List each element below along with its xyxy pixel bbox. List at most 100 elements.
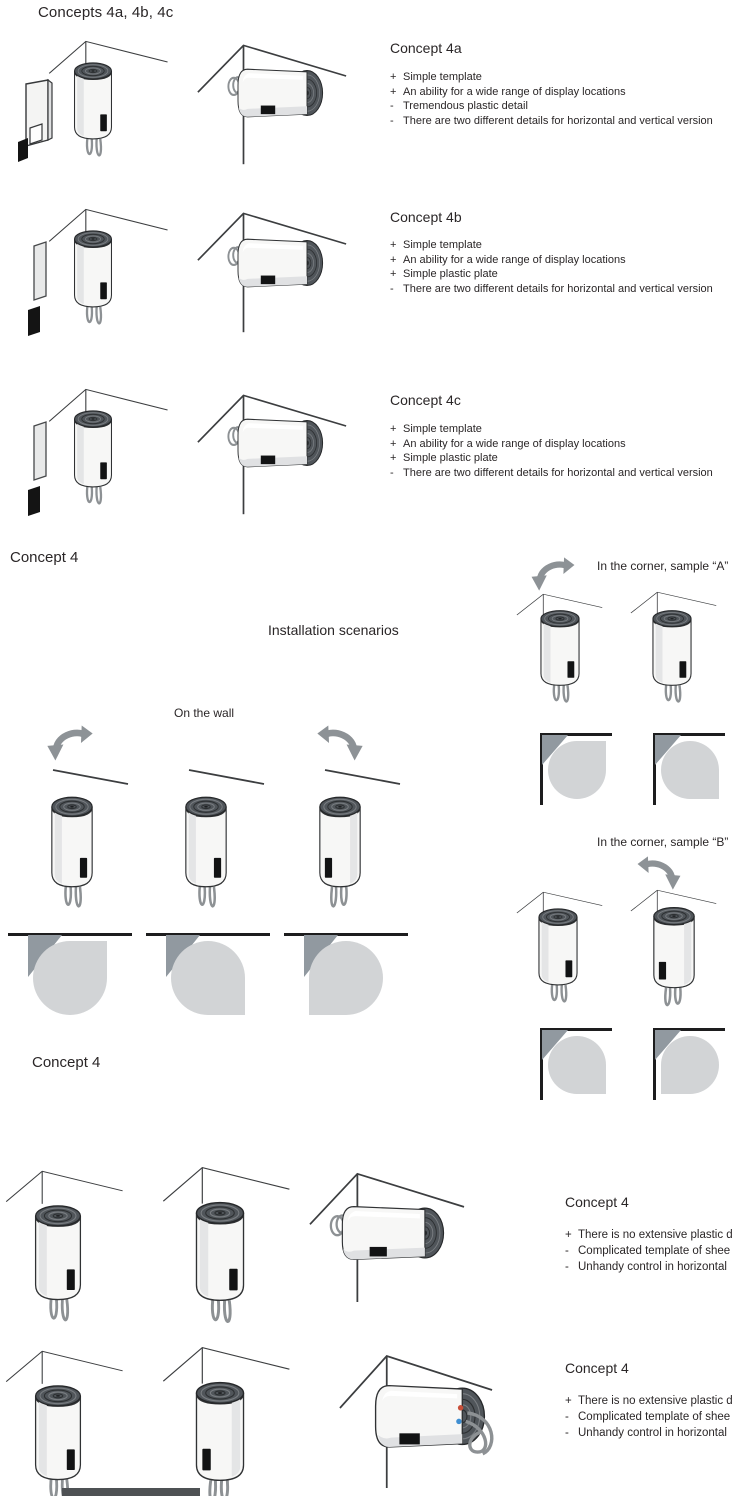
bullet-sign: - [565,1261,569,1273]
heater-vertical-illustration [50,795,94,908]
device-footprint-shape [33,941,107,1015]
wall-line [540,1028,543,1100]
heater-vertical-illustration [194,1201,246,1324]
bullet-line: +Simple plastic plate [390,267,752,282]
heater-vertical-illustration [73,409,113,505]
clipped-artifact [62,1488,200,1496]
device-footprint-shape [548,741,606,799]
wall-line [146,933,270,936]
concept-heading: Concept 4a [390,40,462,56]
heater-vertical-illustration [73,229,113,325]
mounting-plate-illustration [17,79,53,163]
bullet-sign: + [390,452,397,464]
bullet-sign: + [390,239,397,251]
concept-heading: Concept 4 [565,1194,629,1210]
bullet-sign: - [390,466,394,479]
rotation-arrow-icon [530,556,576,592]
heater-vertical-illustration [539,609,581,703]
bullet-text: An ability for a wide range of display l… [403,253,626,266]
wall-line [540,733,543,805]
concept-bullets: + Simple template + An ability for a wide … [390,70,752,128]
bullet-line: + An ability for a wide range of display … [390,85,752,100]
heater-horizontal-illustration [227,418,324,468]
concept-heading: Concept 4c [390,392,461,408]
bullet-sign: + [390,437,397,450]
bullet-sign: + [390,71,397,83]
corner-top-view-diagram [540,733,612,807]
heater-vertical-illustration [651,609,693,703]
device-footprint-shape [548,1036,606,1094]
bullet-sign: - [390,114,394,127]
wall-line [540,733,612,736]
rotation-arrow-icon [636,855,682,891]
bullet-line: + There is no extensive plastic d [565,1227,752,1243]
bullet-line: -Unhandy control in horizontal [565,1259,752,1275]
bullet-text: Unhandy control in horizontal [578,1261,727,1273]
heater-horizontal-illustration [329,1205,445,1261]
wall-line [8,933,132,936]
concept-bullets: +There is no extensive plastic d -Compli… [565,1227,752,1275]
bullet-sign: - [565,1411,569,1423]
bullet-line: +Simple template [390,238,752,253]
heater-vertical-illustration [34,1204,82,1322]
bullet-text: An ability for a wide range of display l… [403,85,626,98]
corner-sample-a-label: In the corner, sample “A” [597,559,729,573]
wall-line [284,933,408,936]
bullet-line: -Tremendous plastic detail [390,99,752,114]
bullet-line: -There are two different details for hor… [390,282,752,297]
concept-heading: Concept 4b [390,209,462,225]
concept-heading: Concept 4 [565,1360,629,1376]
bullet-text: There are two different details for hori… [403,466,713,479]
bullet-text: There is no extensive plastic d [578,1229,733,1241]
heater-horizontal-illustration [227,238,324,288]
wall-line [540,1028,612,1031]
bullet-sign: + [390,423,397,435]
corner-top-view-diagram [540,1028,612,1102]
bullet-line: + An ability for a wide range of display … [390,253,752,268]
bullet-text: Simple template [403,71,482,83]
bullet-text: Complicated template of shee [578,1411,731,1423]
heater-horizontal-hose-illustration [373,1383,494,1456]
heater-vertical-illustration [537,907,579,1003]
section-heading: Concept 4 [10,549,79,566]
bullet-line: + Simple plastic plate [390,451,752,466]
rotation-arrow-icon [316,724,364,762]
corner-sample-b-label: In the corner, sample “B” [597,835,729,849]
corner-top-view-diagram [146,933,270,1015]
corner-top-view-diagram [653,733,725,807]
bullet-text: An ability for a wide range of display l… [403,437,626,450]
wall-line [653,733,725,736]
bullet-line: -Complicated template of shee [565,1409,752,1425]
page-title: Concepts 4a, 4b, 4c [38,4,174,21]
bullet-sign: + [565,1395,572,1407]
heater-horizontal-illustration [227,68,324,118]
corner-top-view-diagram [284,933,408,1015]
bullet-sign: - [390,282,394,295]
device-footprint-shape [661,741,719,799]
heater-vertical-illustration [194,1381,246,1496]
bullet-sign: + [390,253,397,266]
bullet-sign: - [390,100,394,112]
bullet-text: Unhandy control in horizontal [578,1427,727,1439]
bullet-text: Simple plastic plate [403,452,498,464]
bullet-sign: + [390,85,397,98]
section-heading: Concept 4 [32,1054,101,1071]
bullet-sign: + [565,1229,572,1241]
bullet-text: There is no extensive plastic d [578,1395,733,1407]
installation-subtitle: Installation scenarios [268,622,399,638]
heater-vertical-illustration [34,1384,82,1496]
concept-bullets: + There is no extensive plastic d -Compli… [565,1393,752,1441]
bullet-line: + Simple template [390,422,752,437]
bullet-text: Simple template [403,423,482,435]
bullet-line: + Simple template [390,70,752,85]
heater-vertical-illustration [184,795,228,908]
heater-vertical-illustration [73,61,113,157]
plastic-strip-illustration [27,241,47,337]
concept-bullets: +Simple template + An ability for a wide … [390,238,752,296]
device-footprint-shape [309,941,383,1015]
bullet-line: + An ability for a wide range of display … [390,437,752,452]
wall-line [653,733,656,805]
wall-line [653,1028,725,1031]
heater-vertical-illustration [318,795,362,908]
